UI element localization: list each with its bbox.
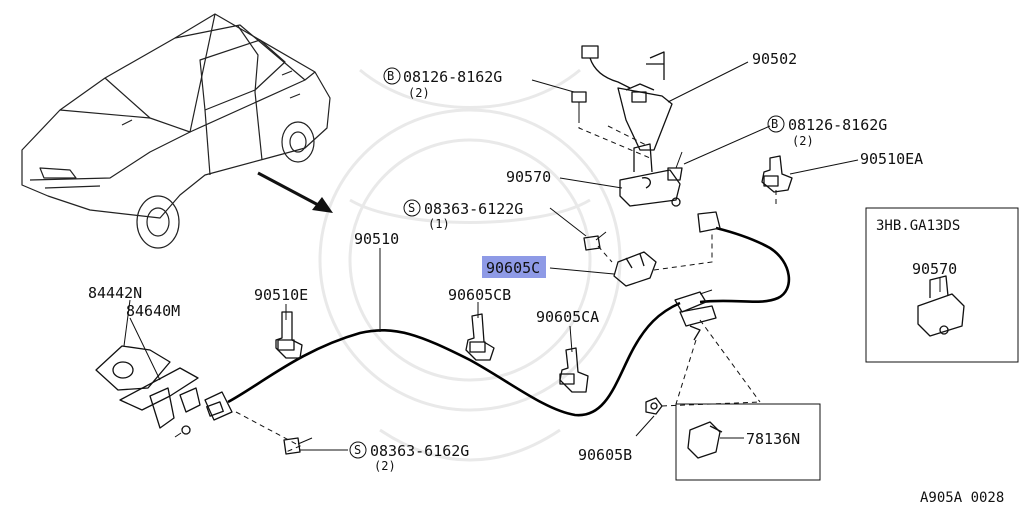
inset-part-label: 90570 bbox=[912, 260, 957, 278]
label-78136n: 78136N bbox=[746, 430, 800, 448]
clip-90605ca bbox=[559, 347, 589, 393]
fastener-b-right: B 08126-8162G (2) bbox=[767, 115, 887, 148]
label-90605ca: 90605CA bbox=[536, 308, 599, 326]
grommet-90605b bbox=[645, 397, 663, 415]
fastener-b-top-qty: (2) bbox=[408, 86, 430, 100]
label-90502: 90502 bbox=[752, 50, 797, 68]
label-90510: 90510 bbox=[354, 230, 399, 248]
screw-bottom bbox=[283, 437, 313, 455]
label-90510e: 90510E bbox=[254, 286, 308, 304]
label-84442n: 84442N bbox=[88, 284, 142, 302]
label-90605b: 90605B bbox=[578, 446, 632, 464]
label-90605c: 90605C bbox=[486, 259, 540, 277]
fastener-s-mid: S 08363-6122G (1) bbox=[403, 199, 523, 231]
fastener-s-mid-qty: (1) bbox=[428, 217, 450, 231]
clip-90510ea bbox=[761, 155, 793, 193]
fastener-s-bottom-number: 08363-6162G bbox=[370, 442, 469, 460]
inset-box bbox=[865, 207, 1019, 363]
leader-lines bbox=[123, 61, 941, 451]
fastener-b-top-number: 08126-8162G bbox=[403, 68, 502, 86]
fastener-b-top-prefix: B bbox=[387, 69, 394, 83]
holder-90605c bbox=[613, 251, 657, 287]
lever-assembly bbox=[95, 345, 233, 438]
fastener-b-top: B 08126-8162G (2) bbox=[383, 67, 502, 100]
fastener-s-bottom: S 08363-6162G (2) bbox=[349, 441, 469, 473]
direction-arrow bbox=[257, 171, 333, 213]
watermark-emblem bbox=[318, 68, 622, 462]
box-78136n bbox=[675, 403, 821, 481]
dashed-guides bbox=[235, 118, 777, 453]
fastener-s-mid-number: 08363-6122G bbox=[424, 200, 523, 218]
fastener-s-bottom-qty: (2) bbox=[374, 459, 396, 473]
bolt-top bbox=[571, 91, 587, 118]
inset-title: 3HB.GA13DS bbox=[876, 218, 960, 234]
label-90570: 90570 bbox=[506, 168, 551, 186]
label-84640m: 84640M bbox=[126, 302, 180, 320]
fastener-b-right-prefix: B bbox=[771, 117, 778, 131]
label-90510ea: 90510EA bbox=[860, 150, 923, 168]
cable-end-fittings bbox=[674, 289, 717, 341]
upper-cable bbox=[699, 226, 791, 304]
car-illustration bbox=[21, 13, 331, 249]
fastener-b-right-qty: (2) bbox=[792, 134, 814, 148]
clip-90510e bbox=[275, 311, 303, 359]
upper-cable-end bbox=[671, 197, 721, 233]
fastener-b-right-number: 08126-8162G bbox=[788, 116, 887, 134]
diagram-code: A905A 0028 bbox=[920, 490, 1004, 506]
lock-90502 bbox=[581, 45, 673, 151]
release-cable bbox=[227, 301, 681, 417]
bolt-right bbox=[667, 151, 683, 181]
striker-90570 bbox=[619, 143, 681, 207]
fastener-s-mid-prefix: S bbox=[408, 201, 415, 215]
label-90605cb: 90605CB bbox=[448, 286, 511, 304]
fastener-s-bottom-prefix: S bbox=[354, 443, 361, 457]
clip-90605cb bbox=[465, 313, 495, 361]
highlight-marker bbox=[482, 256, 546, 278]
